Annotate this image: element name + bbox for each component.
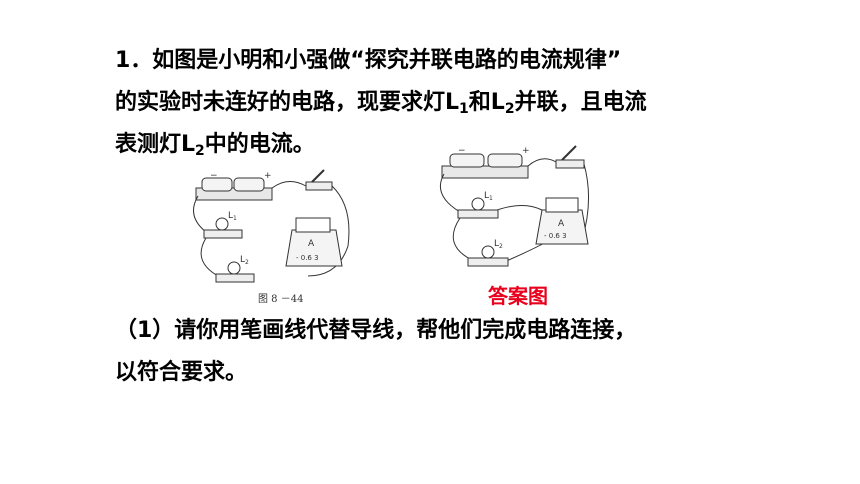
circuit-figure-answer: − + L1 L2 A - 0.6 3 [440,145,590,267]
battery-cell-1 [449,153,485,168]
wire-lamp1-meter [491,205,543,213]
switch-lever [561,145,577,161]
problem-line-3: 表测灯L2中的电流。 [115,132,315,159]
question-1: （1）请你用笔画线代替导线，帮他们完成电路连接， 以符合要求。 [115,310,636,394]
wire-battery-switch [527,158,557,167]
wire-battery-switch [271,181,307,189]
ammeter-symbol: A [308,239,315,249]
ammeter-dial [295,217,331,233]
lamp1-label: L1 [484,191,493,202]
circuit-figure-unconnected: − + L1 L2 A - 0.6 3 图 8 －44 [193,169,350,305]
battery-cell-1 [201,177,233,192]
lamp1-label: L1 [228,211,237,222]
lamp2-bulb [481,245,495,259]
problem-line-1: 1．如图是小明和小强做“探究并联电路的电流规律” [115,48,622,73]
ammeter-terminals: - 0.6 3 [296,254,319,262]
ammeter-dial [545,197,579,213]
wire-battery-lamp1 [440,173,461,213]
wire-lamp1-lamp2 [200,237,219,277]
lamp1-holder [457,209,499,219]
ammeter-terminals: - 0.6 3 [544,232,567,240]
battery-cell-2 [487,153,523,168]
switch-base [305,181,333,191]
problem-text: 1．如图是小明和小强做“探究并联电路的电流规律” 的实验时未连好的电路，现要求灯… [115,40,647,166]
answer-figure-label: 答案图 [488,284,548,308]
problem-line-2: 的实验时未连好的电路，现要求灯L1和L2并联，且电流 [115,90,647,117]
battery-minus-label: − [458,146,466,156]
lamp2-holder [215,273,255,283]
lamp1-bulb [471,197,485,211]
wire-battery-lamp1 [193,195,207,233]
switch-base [555,159,585,169]
figure-caption: 图 8 －44 [258,293,303,305]
lamp2-label: L2 [240,255,249,266]
lamp1-bulb [215,217,229,231]
switch-lever [311,169,325,183]
question-1-line-1: （1）请你用笔画线代替导线，帮他们完成电路连接， [115,318,637,343]
question-1-line-2: 以符合要求。 [115,360,248,385]
wire-switch-meter [307,185,350,277]
battery-base [441,165,529,179]
battery-cell-2 [233,177,265,192]
battery-plus-label: + [522,146,530,156]
lamp2-holder [467,257,509,267]
wire-lamp1-lamp2 [452,217,473,261]
ammeter-symbol: A [558,219,565,229]
battery-minus-label: − [210,171,218,181]
battery-plus-label: + [264,171,272,181]
lamp2-label: L2 [494,239,503,250]
lamp2-bulb [227,261,241,275]
lamp1-holder [203,229,243,239]
